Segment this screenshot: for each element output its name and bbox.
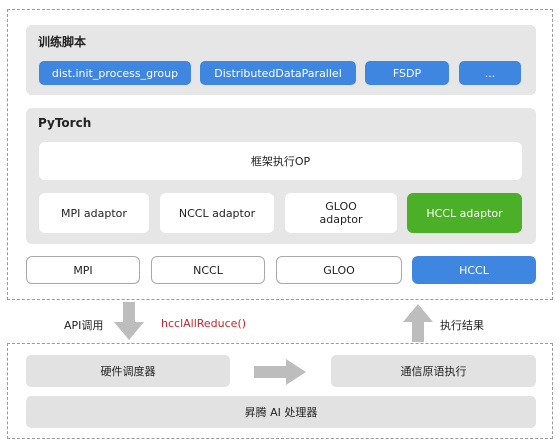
right-arrow-icon: [254, 359, 306, 385]
fsdp-button[interactable]: FSDP: [365, 61, 449, 85]
execution-result-label: 执行结果: [440, 319, 484, 332]
mpi-adaptor-box: MPI adaptor: [39, 193, 149, 233]
comm-primitive-exec-box: 通信原语执行: [331, 355, 536, 387]
more-button[interactable]: ...: [459, 61, 521, 85]
backend-nccl: NCCL: [151, 256, 265, 284]
hccl-adaptor-box: HCCL adaptor: [407, 193, 522, 233]
framework-execute-op-box: 框架执行OP: [39, 142, 522, 180]
gloo-adaptor-box: GLOO adaptor: [285, 193, 397, 233]
up-arrow-icon: [403, 304, 433, 342]
distributed-data-parallel-button[interactable]: DistributedDataParallel: [200, 61, 356, 85]
api-call-label: API调用: [64, 319, 104, 332]
backend-mpi: MPI: [26, 256, 140, 284]
pytorch-title: PyTorch: [38, 116, 92, 130]
hardware-scheduler-box: 硬件调度器: [26, 355, 230, 387]
hccl-allreduce-label: hcclAllReduce(): [161, 317, 247, 330]
software-stack-container: [7, 9, 553, 300]
hardware-container: [7, 343, 553, 439]
down-arrow-icon: [114, 302, 144, 340]
ascend-ai-processor-box: 昇腾 AI 处理器: [26, 396, 536, 428]
training-script-title: 训练脚本: [38, 35, 87, 49]
backend-gloo: GLOO: [276, 256, 402, 284]
init-process-group-button[interactable]: dist.init_process_group: [39, 61, 191, 85]
backend-hccl: HCCL: [412, 256, 536, 284]
nccl-adaptor-box: NCCL adaptor: [160, 193, 274, 233]
